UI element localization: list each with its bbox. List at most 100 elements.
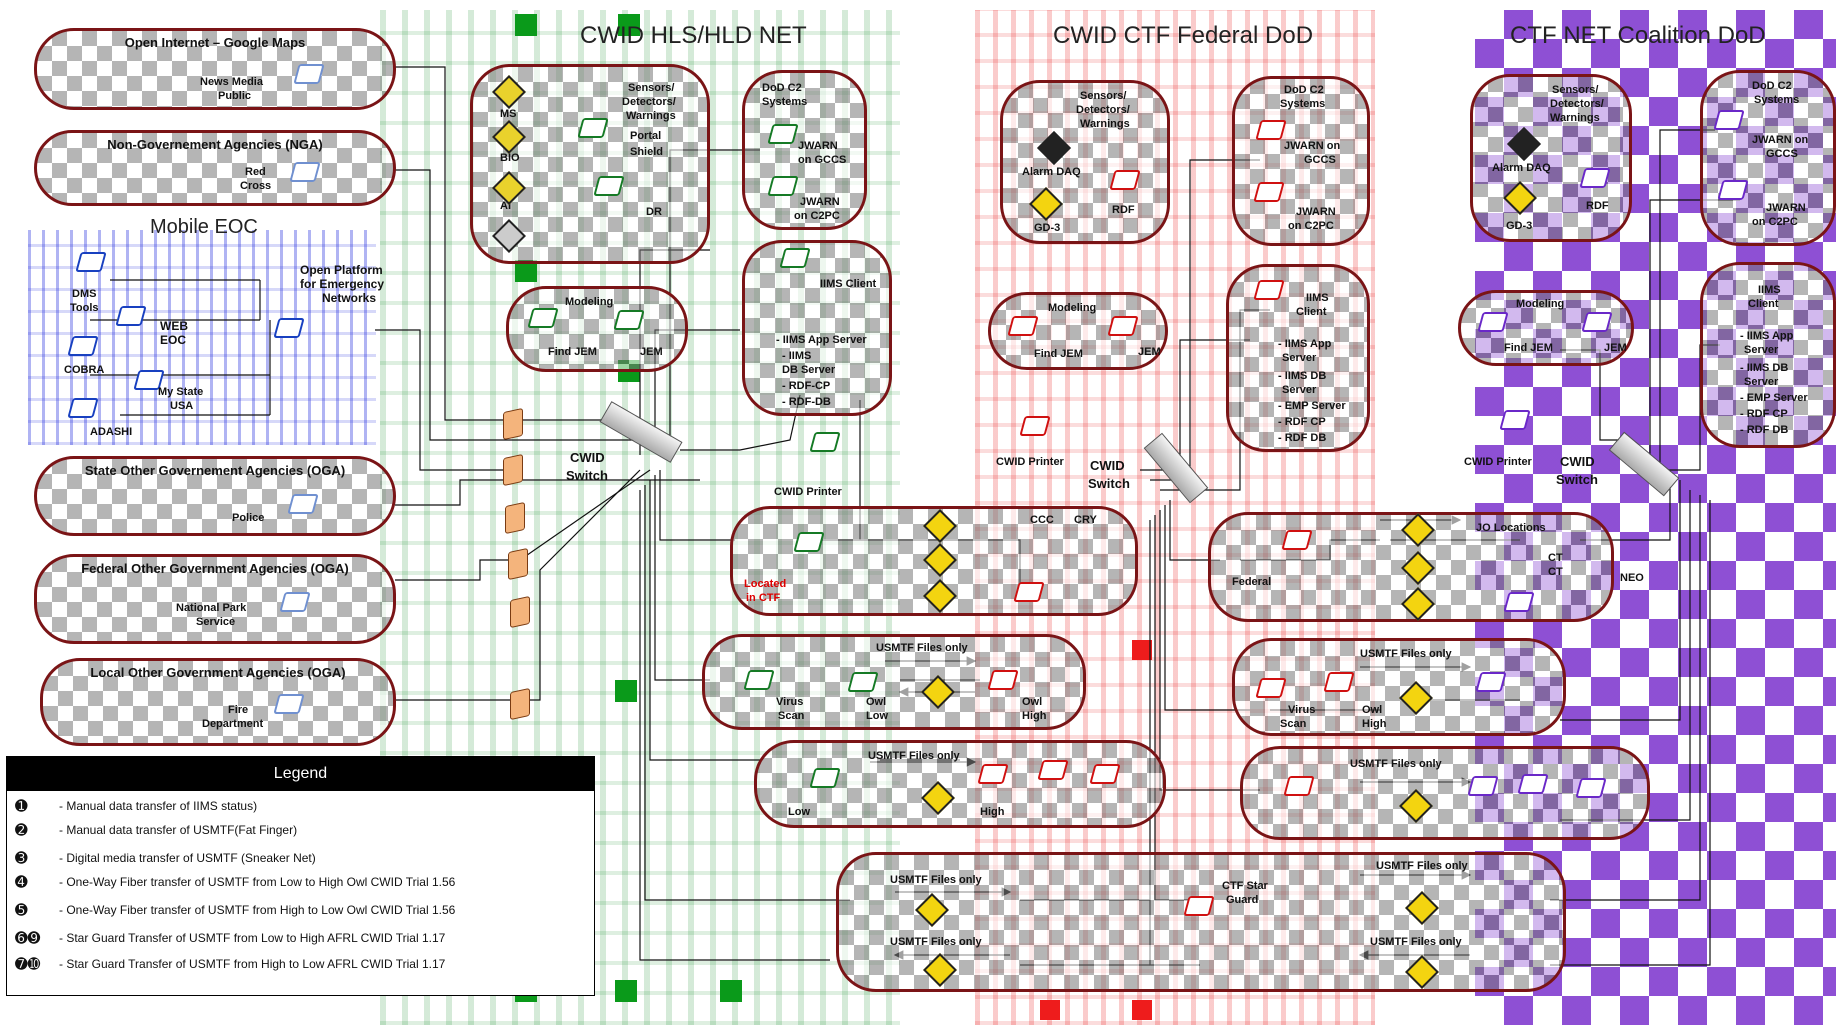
laptop-icon [279,592,311,612]
open-platform-label: Open Platform [300,263,383,277]
laptop-icon [289,162,321,182]
hls-printer-label: CWID Printer [774,486,842,498]
eoc-label: EOC [160,333,187,347]
legend-item: ➎- One-Way Fiber transfer of USMTF from … [7,901,455,919]
usmtf-label: USMTF Files only [890,874,982,886]
hls-bio-label: BIO [500,152,520,164]
web-label: WEB [160,319,188,333]
router-icon [503,453,523,487]
ctf-scan-label: Scan [1280,718,1307,730]
legend-item: ➏➒ - Star Guard Transfer of USMTF from L… [7,929,445,947]
hls-jwarn-c2pc-label: JWARN [800,196,840,208]
coalition-c2pc-label: on C2PC [1752,216,1798,228]
ctf-switch-label: CWID [1090,458,1125,473]
located-label: Located [744,578,787,590]
laptop-icon [1575,778,1607,798]
ctf-virus-owl-group [1232,638,1566,736]
ctf-dod-c2-group [1232,76,1370,246]
hls-ms-label: MS [500,108,517,120]
coalition-jo-label: JO Locations [1476,522,1546,534]
hls-rdf-cp-label: - RDF-CP [782,380,831,392]
hls-marker [615,680,637,702]
laptop-icon [287,494,319,514]
ctf-detectors-label: Detectors/ [1076,104,1130,116]
open-platform-label-3: Networks [322,291,377,305]
ctf-iims-db-label: - IIMS DB [1278,370,1327,382]
hls-shield-label: Shield [630,146,664,158]
legend-key: ➊ [15,798,28,815]
ctf-rdf-cp-label: - RDF CP [1278,416,1326,428]
coalition-neo-label: NEO [1620,572,1644,584]
laptop-icon [847,672,879,692]
high-label: High [980,806,1005,818]
router-icon [510,595,530,629]
laptop-icon [75,252,107,272]
ctf-c2pc-label: on C2PC [1288,220,1334,232]
laptop-icon [1475,672,1507,692]
coalition-jem-label: JEM [1604,342,1627,354]
usa-label: USA [170,400,194,412]
ctf-marker [1132,1000,1152,1020]
hls-cry-label: CRY [1074,514,1097,526]
hls-switch-label-2: Switch [566,468,608,483]
adashi-label: ADASHI [90,426,133,438]
printer-icon [1499,410,1531,430]
hls-marker [515,14,537,36]
laptop-icon [115,306,147,326]
coalition-switch-label: CWID [1560,454,1595,469]
fire-label: Fire [228,704,249,716]
coalition-iims-app-label: - IIMS App [1740,330,1794,342]
ctf-net-title: CWID CTF Federal DoD [1053,22,1314,49]
laptop-icon [1253,182,1285,202]
ctf-dod-c2-label: DoD C2 [1284,84,1324,96]
legend-key: ➏➒ [15,930,41,947]
laptop-icon [793,532,825,552]
cobra-label: COBRA [64,364,105,376]
laptop-icon [987,670,1019,690]
printer-icon [809,432,841,452]
ctf-jem-label: JEM [1138,346,1161,358]
open-platform-label-2: for Emergency [300,277,385,291]
scan-label: Scan [778,710,805,722]
laptop-icon [743,670,775,690]
ctf-sensors-group [1000,80,1170,244]
legend-key: ➋ [15,822,28,839]
state-oga-group: State Other Governement Agencies (OGA) [34,456,396,536]
usmtf-label: USMTF Files only [1370,936,1462,948]
hls-switch-label: CWID [570,450,605,465]
hls-dr-label: DR [646,206,662,218]
red-label: Red [245,166,266,178]
coalition-rdf-db-label: - RDF DB [1740,424,1789,436]
local-oga-title: Local Other Government Agencies (OGA) [90,665,346,680]
coalition-sensors-group [1470,74,1632,242]
dms-label: DMS [72,288,97,300]
legend-item: ➍- One-Way Fiber transfer of USMTF from … [7,873,455,891]
hls-iims-app-label: - IIMS App Server [776,334,867,346]
hls-dod-c2-label: DoD C2 [762,82,802,94]
laptop-icon [1717,180,1749,200]
laptop-icon [1255,678,1287,698]
coalition-iims-label: IIMS [1758,284,1781,296]
laptop-icon [293,64,325,84]
ctf-guard-label: Guard [1226,894,1259,906]
legend-item: ➊- Manual data transfer of IIMS status) [7,797,257,815]
ctf-sensors-label: Sensors/ [1080,90,1127,102]
department-label: Department [202,718,264,730]
hls-marker [615,980,637,1002]
hls-iims-group [742,240,892,416]
open-internet-group: Open Internet – Google Maps [34,28,396,110]
laptop-icon [767,176,799,196]
laptop-icon [1477,312,1509,332]
coalition-dod-c2-label: DoD C2 [1752,80,1792,92]
hls-systems-label: Systems [762,96,808,108]
legend-key: ➌ [15,850,28,867]
ctf-modeling-label: Modeling [1048,302,1097,314]
laptop-icon [779,248,811,268]
legend-text: - Manual data transfer of USMTF(Fat Fing… [59,823,298,837]
laptop-icon [1467,776,1499,796]
tools-label: Tools [70,302,99,314]
ctf-client-label: Client [1296,306,1327,318]
usmtf-label: USMTF Files only [876,642,968,654]
ctf-high-label: High [1362,718,1387,730]
